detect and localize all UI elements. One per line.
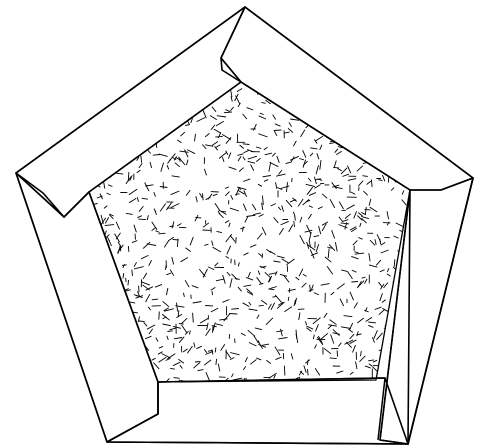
texture-dash: [84, 94, 85, 98]
texture-dash: [85, 110, 89, 113]
texture-dash: [222, 211, 226, 212]
texture-dash: [274, 130, 281, 131]
texture-dash: [91, 73, 93, 80]
texture-dash: [417, 88, 419, 98]
texture-dash: [298, 309, 304, 310]
texture-dash: [394, 85, 400, 89]
texture-dash: [83, 102, 90, 105]
texture-dash: [213, 326, 214, 333]
texture-dash: [173, 239, 179, 240]
texture-dash: [403, 112, 409, 117]
texture-dash: [235, 194, 239, 195]
texture-dash: [391, 99, 398, 101]
texture-dash: [128, 246, 129, 252]
texture-dash: [126, 278, 127, 282]
texture-dash: [410, 123, 414, 130]
texture-dash: [365, 91, 368, 96]
texture-dash: [384, 90, 389, 98]
texture-dash: [166, 265, 167, 270]
texture-dash: [370, 97, 377, 98]
texture-dash: [86, 87, 92, 88]
texture-dash: [97, 78, 105, 82]
texture-dash: [408, 114, 413, 118]
texture-dash: [229, 314, 237, 315]
texture-dash: [99, 87, 101, 94]
texture-dash: [113, 74, 115, 78]
texture-dash: [351, 282, 358, 283]
texture-dash: [159, 312, 160, 320]
texture-dash: [138, 219, 146, 220]
texture-dash: [139, 321, 145, 322]
texture-dash: [284, 366, 285, 376]
texture-dash: [80, 104, 89, 109]
texture-dash: [414, 104, 418, 106]
texture-dash: [212, 291, 213, 295]
texture-dash: [391, 89, 395, 91]
texture-dash: [115, 86, 120, 87]
texture-dash: [100, 73, 101, 78]
texture-dash: [398, 91, 407, 93]
texture-dash: [383, 101, 390, 102]
texture-dash: [405, 112, 410, 118]
texture-dash: [405, 94, 408, 103]
texture-dash: [236, 237, 237, 243]
texture-dash: [203, 193, 204, 200]
texture-dash: [405, 122, 414, 125]
texture-dash: [135, 74, 140, 81]
texture-dash: [377, 91, 383, 98]
texture-dash: [404, 73, 406, 80]
texture-dash: [83, 85, 87, 93]
texture-dash: [98, 77, 105, 81]
texture-dash: [403, 118, 408, 120]
texture-dash: [411, 82, 414, 88]
texture-dash: [398, 103, 401, 110]
texture-dash: [308, 369, 309, 375]
texture-dash: [259, 305, 264, 306]
texture-dash: [396, 92, 398, 96]
texture-dash: [365, 209, 371, 210]
texture-dash: [135, 234, 136, 240]
texture-dash: [414, 108, 418, 111]
